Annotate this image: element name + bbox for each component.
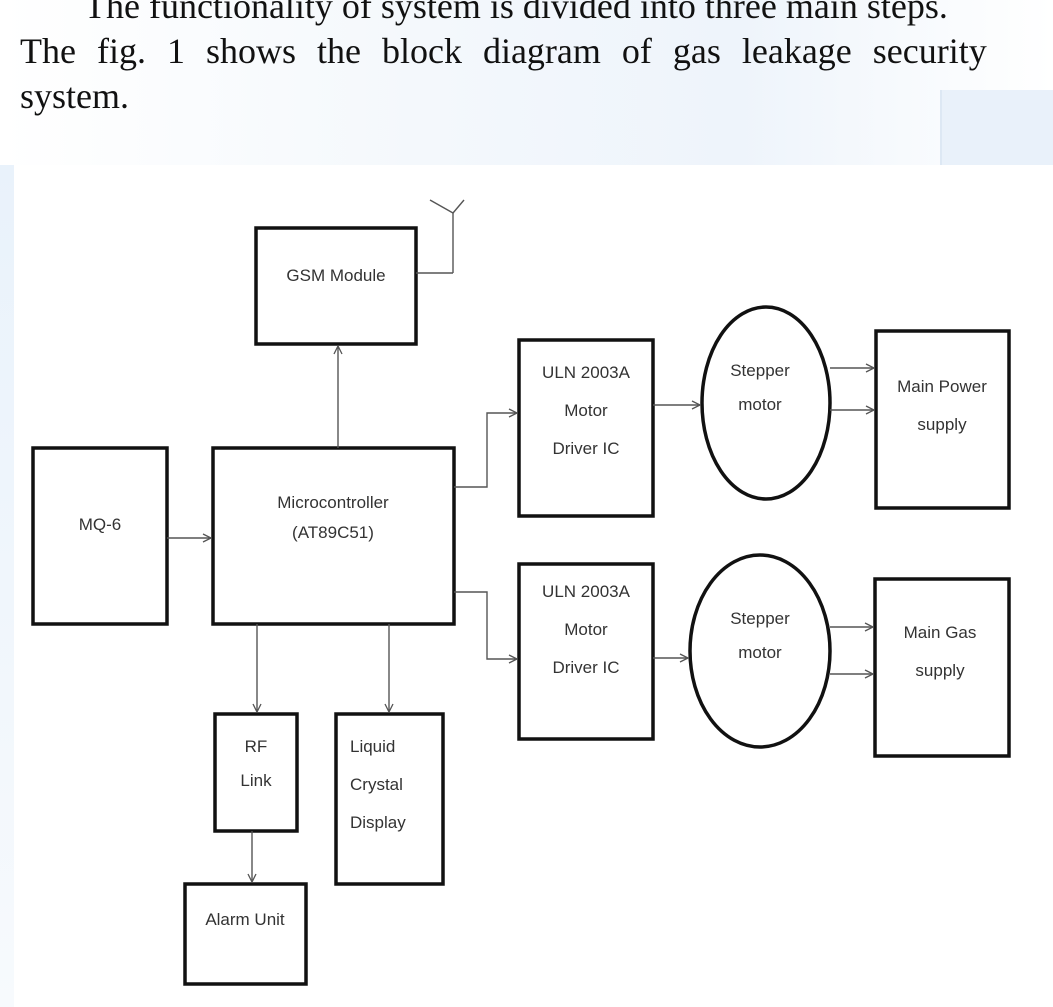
mcu-label-line-2: (AT89C51): [292, 523, 374, 542]
microcontroller-label: Microcontroller (AT89C51): [277, 493, 389, 542]
stept-label-line-1: Stepper: [730, 361, 790, 380]
background-tint: [0, 0, 1053, 165]
stepb-label-line-2: motor: [738, 643, 782, 662]
microcontroller-block: Microcontroller (AT89C51): [211, 446, 456, 626]
paragraph-line-2: The fig. 1 shows the block diagram of ga…: [20, 31, 987, 71]
stepper-motor-top: Stepper motor: [700, 305, 832, 501]
rf-link-block: RF Link: [213, 712, 299, 833]
body-paragraph: The functionality of system is divided i…: [20, 0, 1053, 119]
mcu-to-uln-top-arrow: [454, 413, 517, 488]
antenna-icon: [416, 199, 465, 274]
rf-label-line-1: RF: [245, 737, 268, 756]
gas-label-line-1: Main Gas: [904, 623, 977, 642]
ulnt-label-line-3: Driver IC: [552, 439, 619, 458]
paragraph-line-3: system.: [20, 76, 130, 116]
stepb-label-line-1: Stepper: [730, 609, 790, 628]
rf-link-label: RF Link: [240, 737, 272, 790]
paragraph-line-1: The functionality of system is divided i…: [84, 0, 948, 26]
alarm-unit-label: Alarm Unit: [205, 910, 285, 929]
ulnt-label-line-1: ULN 2003A: [542, 363, 631, 382]
main-power-supply-block: Main Power supply: [874, 329, 1011, 510]
stepper-motor-top-label: Stepper motor: [730, 361, 790, 414]
stepper-motor-bottom: Stepper motor: [688, 553, 832, 749]
rf-label-line-2: Link: [240, 771, 272, 790]
power-label-line-1: Main Power: [897, 377, 987, 396]
mq6-label: MQ-6: [79, 515, 122, 534]
stepper-motor-bottom-label: Stepper motor: [730, 609, 790, 662]
lcd-label-line-2: Crystal: [350, 775, 403, 794]
ulnb-label-line-2: Motor: [564, 620, 608, 639]
mcu-label-line-1: Microcontroller: [277, 493, 389, 512]
gsm-module-label: GSM Module: [286, 266, 385, 285]
lcd-label-line-1: Liquid: [350, 737, 395, 756]
mq6-label-line-1: MQ-6: [79, 515, 122, 534]
ulnt-label-line-2: Motor: [564, 401, 608, 420]
ulnb-label-line-1: ULN 2003A: [542, 582, 631, 601]
mcu-to-uln-bottom-arrow: [454, 591, 517, 659]
main-gas-supply-block: Main Gas supply: [873, 577, 1011, 758]
connectors: [167, 346, 874, 882]
main-power-supply-label: Main Power supply: [897, 377, 987, 434]
stept-label-line-2: motor: [738, 395, 782, 414]
alarm-unit-block: Alarm Unit: [183, 882, 308, 986]
mq6-sensor-block: MQ-6: [31, 446, 169, 626]
gsm-module-block: GSM Module: [254, 226, 418, 346]
alarm-label-line-1: Alarm Unit: [205, 910, 285, 929]
main-gas-supply-label: Main Gas supply: [904, 623, 977, 680]
lcd-label-line-3: Display: [350, 813, 406, 832]
gas-label-line-2: supply: [915, 661, 965, 680]
power-label-line-2: supply: [917, 415, 967, 434]
background-panel: [940, 90, 1053, 165]
ulnb-label-line-3: Driver IC: [552, 658, 619, 677]
background-stripe: [0, 165, 14, 1007]
gsm-label-line-1: GSM Module: [286, 266, 385, 285]
